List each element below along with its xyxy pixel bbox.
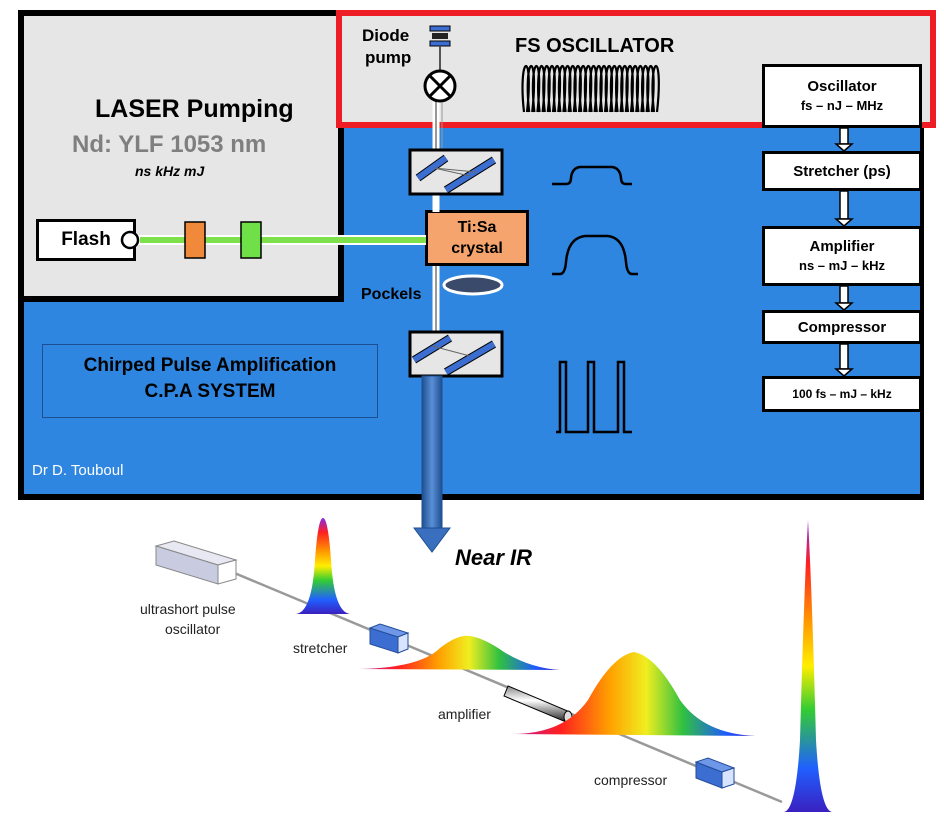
stage-compressor-title: Compressor — [797, 318, 887, 336]
diode-pump-label-line2: pump — [365, 48, 412, 67]
amplified-pulse-shape — [552, 234, 638, 276]
stage-compressor-box: Compressor — [762, 310, 922, 344]
cpa-title-line2: C.P.A SYSTEM — [144, 381, 276, 402]
stage-stretcher-title: Stretcher (ps) — [793, 162, 891, 180]
oscillator-pulse-spectrum — [296, 518, 350, 614]
credit-label: Dr D. Touboul — [32, 462, 124, 479]
stage-amplifier-box: Amplifier ns – mJ – kHz — [762, 226, 922, 286]
oscillator-pulse-train — [521, 64, 660, 113]
pockels-cell-icon — [442, 274, 504, 296]
green-filter-icon — [240, 221, 262, 259]
stage-arrows — [834, 127, 854, 377]
oscillator-label-line1: ultrashort pulse — [140, 601, 236, 617]
compressed-pulse-train — [556, 360, 632, 434]
fs-oscillator-title: FS OSCILLATOR — [515, 35, 675, 57]
diode-icon — [432, 33, 448, 39]
tisa-label-line1: Ti:Sa — [457, 219, 497, 236]
stage-stretcher-box: Stretcher (ps) — [762, 151, 922, 191]
laser-params: ns kHz mJ — [135, 163, 205, 179]
stage-oscillator-params: fs – nJ – MHz — [800, 98, 884, 113]
stage-output-title: 100 fs – mJ – kHz — [792, 387, 892, 401]
tisa-label-line2: crystal — [451, 240, 503, 257]
orange-filter-icon — [184, 221, 206, 259]
stage-oscillator-box: Oscillator fs – nJ – MHz — [762, 64, 922, 128]
stretched-pulse-spectrum — [358, 635, 560, 670]
flash-label: Flash — [61, 229, 111, 250]
compressed-pulse-spectrum — [784, 520, 832, 812]
flash-lamp-box: Flash — [36, 219, 136, 261]
output-arrow — [421, 375, 443, 533]
pockels-label: Pockels — [361, 286, 422, 303]
stage-oscillator-title: Oscillator — [807, 78, 877, 95]
amplified-pulse-spectrum — [512, 652, 756, 736]
tisa-crystal-box: Ti:Sa crystal — [425, 210, 529, 266]
oscillator-label-line2: oscillator — [165, 621, 221, 637]
cpa-title-box: Chirped Pulse Amplification C.P.A SYSTEM — [42, 344, 378, 418]
laser-pumping-title: LASER Pumping — [95, 95, 294, 123]
amplifier-label: amplifier — [438, 706, 491, 722]
stage-amplifier-params: ns – mJ – kHz — [799, 258, 885, 273]
flash-lamp-icon — [120, 230, 140, 250]
stretched-pulse-shape — [552, 165, 632, 186]
diode-pump-label-line1: Diode — [362, 26, 410, 45]
amplifier-rod-icon — [503, 685, 571, 723]
compressor-label: compressor — [594, 772, 668, 788]
stage-output-box: 100 fs – mJ – kHz — [762, 376, 922, 412]
laser-crystal-label: Nd: YLF 1053 nm — [72, 131, 267, 158]
stage-amplifier-title: Amplifier — [809, 238, 875, 255]
near-ir-label: Near IR — [455, 545, 533, 570]
stretcher-label: stretcher — [293, 640, 348, 656]
cpa-title-line1: Chirped Pulse Amplification — [83, 355, 337, 376]
